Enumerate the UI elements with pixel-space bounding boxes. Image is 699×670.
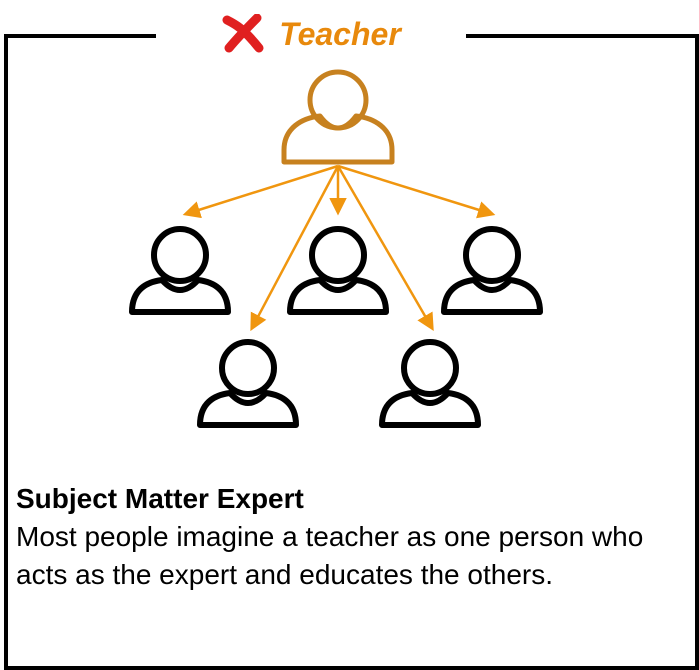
- page-title: Teacher: [279, 15, 401, 52]
- arrow-to-person-5: [336, 165, 434, 332]
- person-icon: [441, 226, 543, 315]
- teacher-diagram: [129, 69, 543, 428]
- person-icon: [281, 69, 395, 165]
- arrow-group: [182, 164, 496, 332]
- caption: Subject Matter Expert Most people imagin…: [16, 480, 686, 594]
- person-icon: [129, 226, 231, 315]
- person-icon: [287, 226, 389, 315]
- caption-heading: Subject Matter Expert: [16, 483, 304, 514]
- cross-mark-icon: [221, 13, 265, 54]
- person-icon: [379, 339, 481, 428]
- arrow-to-person-1: [182, 164, 339, 219]
- person-icon: [197, 339, 299, 428]
- arrow-to-person-3: [337, 164, 496, 219]
- title-bar: Teacher: [156, 6, 466, 62]
- arrow-to-person-4: [250, 165, 340, 332]
- caption-body: Most people imagine a teacher as one per…: [16, 521, 644, 590]
